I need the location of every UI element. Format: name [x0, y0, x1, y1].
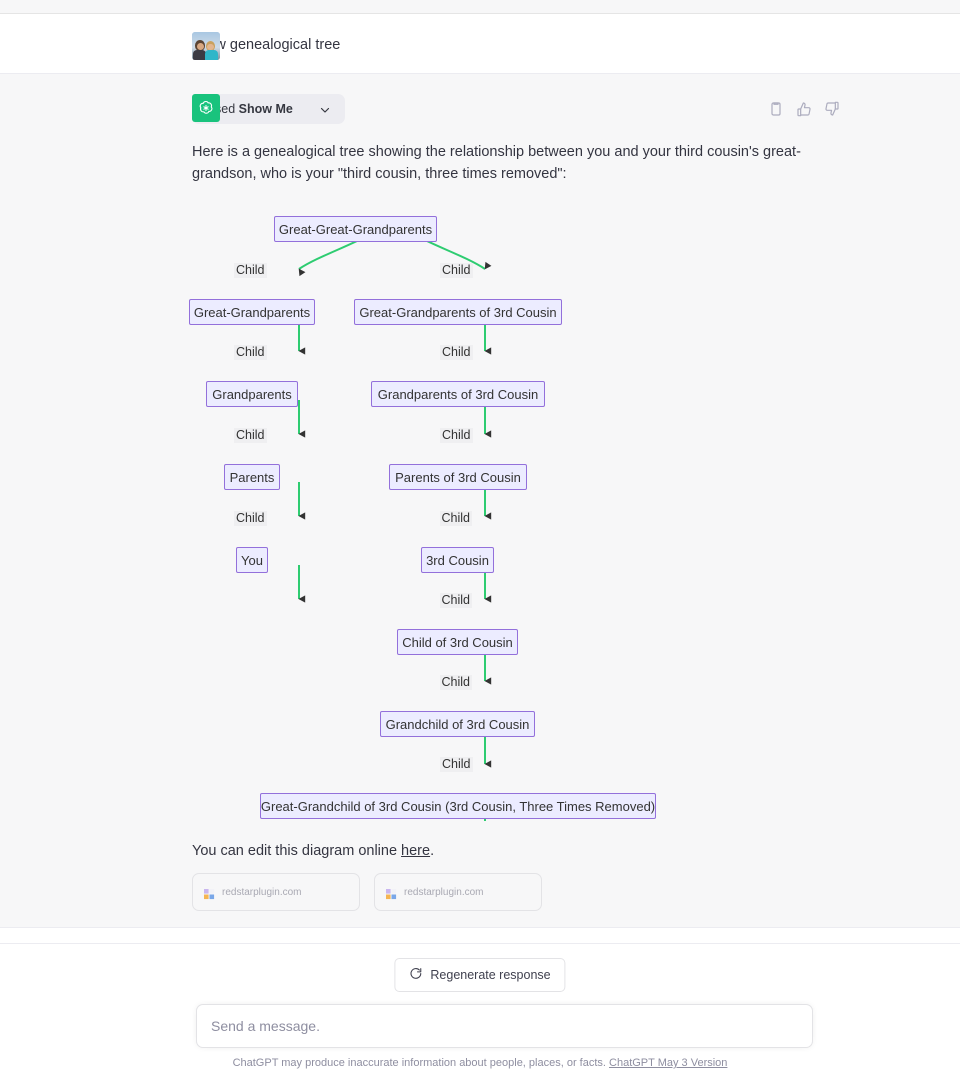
redstarplugin-favicon-icon	[204, 887, 215, 899]
citation-card[interactable]: redstarplugin.com	[192, 873, 360, 911]
diagram-node[interactable]: Grandchild of 3rd Cousin	[380, 711, 535, 737]
edit-prefix: You can edit this diagram online	[192, 843, 402, 859]
top-strip	[0, 0, 960, 14]
diagram-edge-label: Child	[440, 757, 473, 772]
diagram-node[interactable]: Parents of 3rd Cousin	[389, 464, 527, 490]
message-actions	[768, 101, 840, 117]
diagram-node[interactable]: Great-Grandparents of 3rd Cousin	[354, 299, 562, 325]
chatgpt-logo-icon	[192, 94, 220, 122]
version-link[interactable]: ChatGPT May 3 Version	[609, 1057, 728, 1069]
diagram-node[interactable]: You	[236, 547, 268, 573]
edit-suffix: .	[430, 843, 435, 859]
plugin-name: Show Me	[238, 102, 293, 116]
diagram-edge-label: Child	[234, 345, 267, 360]
diagram-edge-label: Child	[440, 262, 473, 278]
diagram-edge-label: Child	[234, 262, 267, 278]
assistant-intro-text: Here is a genealogical tree showing the …	[192, 144, 801, 182]
diagram-edge-label: Child	[440, 345, 473, 360]
thumbs-up-icon[interactable]	[796, 101, 812, 117]
diagram-edge-label: Child	[439, 593, 472, 608]
diagram-node[interactable]: Child of 3rd Cousin	[397, 629, 518, 655]
disclaimer-text: ChatGPT may produce inaccurate informati…	[232, 1057, 610, 1069]
assistant-turn: Used Show Me Here is a genealogical tree…	[0, 74, 960, 928]
diagram-edge-label: Child	[439, 675, 472, 690]
regenerate-label: Regenerate response	[430, 968, 551, 982]
composer-bar: Regenerate response Send a message. Chat…	[0, 943, 960, 1072]
user-turn: show genealogical tree	[0, 14, 960, 74]
diagram-node[interactable]: Parents	[224, 464, 280, 490]
refresh-icon	[409, 967, 422, 983]
diagram-edges	[298, 234, 492, 821]
diagram-node[interactable]: Great-Grandchild of 3rd Cousin (3rd Cous…	[260, 793, 656, 819]
diagram-node[interactable]: Great-Grandparents	[189, 299, 315, 325]
diagram-edge-label: Child	[439, 510, 472, 526]
citation-domain: redstarplugin.com	[222, 886, 302, 898]
chevron-down-icon[interactable]	[319, 103, 331, 115]
user-message: show genealogical tree	[192, 37, 341, 53]
edit-diagram-link[interactable]: here	[401, 843, 431, 859]
diagram-node[interactable]: 3rd Cousin	[421, 547, 494, 573]
redstarplugin-favicon-icon	[386, 887, 397, 899]
avatar	[192, 32, 220, 60]
disclaimer: ChatGPT may produce inaccurate informati…	[0, 1057, 960, 1069]
citation-card[interactable]: redstarplugin.com	[374, 873, 542, 911]
message-input[interactable]: Send a message.	[196, 1004, 813, 1048]
edit-diagram-line: You can edit this diagram online here.	[192, 843, 840, 859]
diagram-node[interactable]: Great-Great-Grandparents	[274, 216, 437, 242]
thumbs-down-icon[interactable]	[824, 101, 840, 117]
diagram-edge-label: Child	[440, 427, 473, 443]
regenerate-response-button[interactable]: Regenerate response	[394, 958, 566, 992]
diagram-edge-label: Child	[234, 510, 267, 526]
diagram-edge-label: Child	[234, 427, 267, 443]
citation-cards: redstarplugin.com redstarplugin.com	[192, 873, 840, 911]
copy-icon[interactable]	[768, 101, 784, 117]
message-input-placeholder: Send a message.	[211, 1018, 320, 1034]
citation-domain: redstarplugin.com	[404, 886, 484, 898]
diagram-node[interactable]: Grandparents of 3rd Cousin	[371, 381, 545, 407]
diagram-node[interactable]: Grandparents	[206, 381, 298, 407]
